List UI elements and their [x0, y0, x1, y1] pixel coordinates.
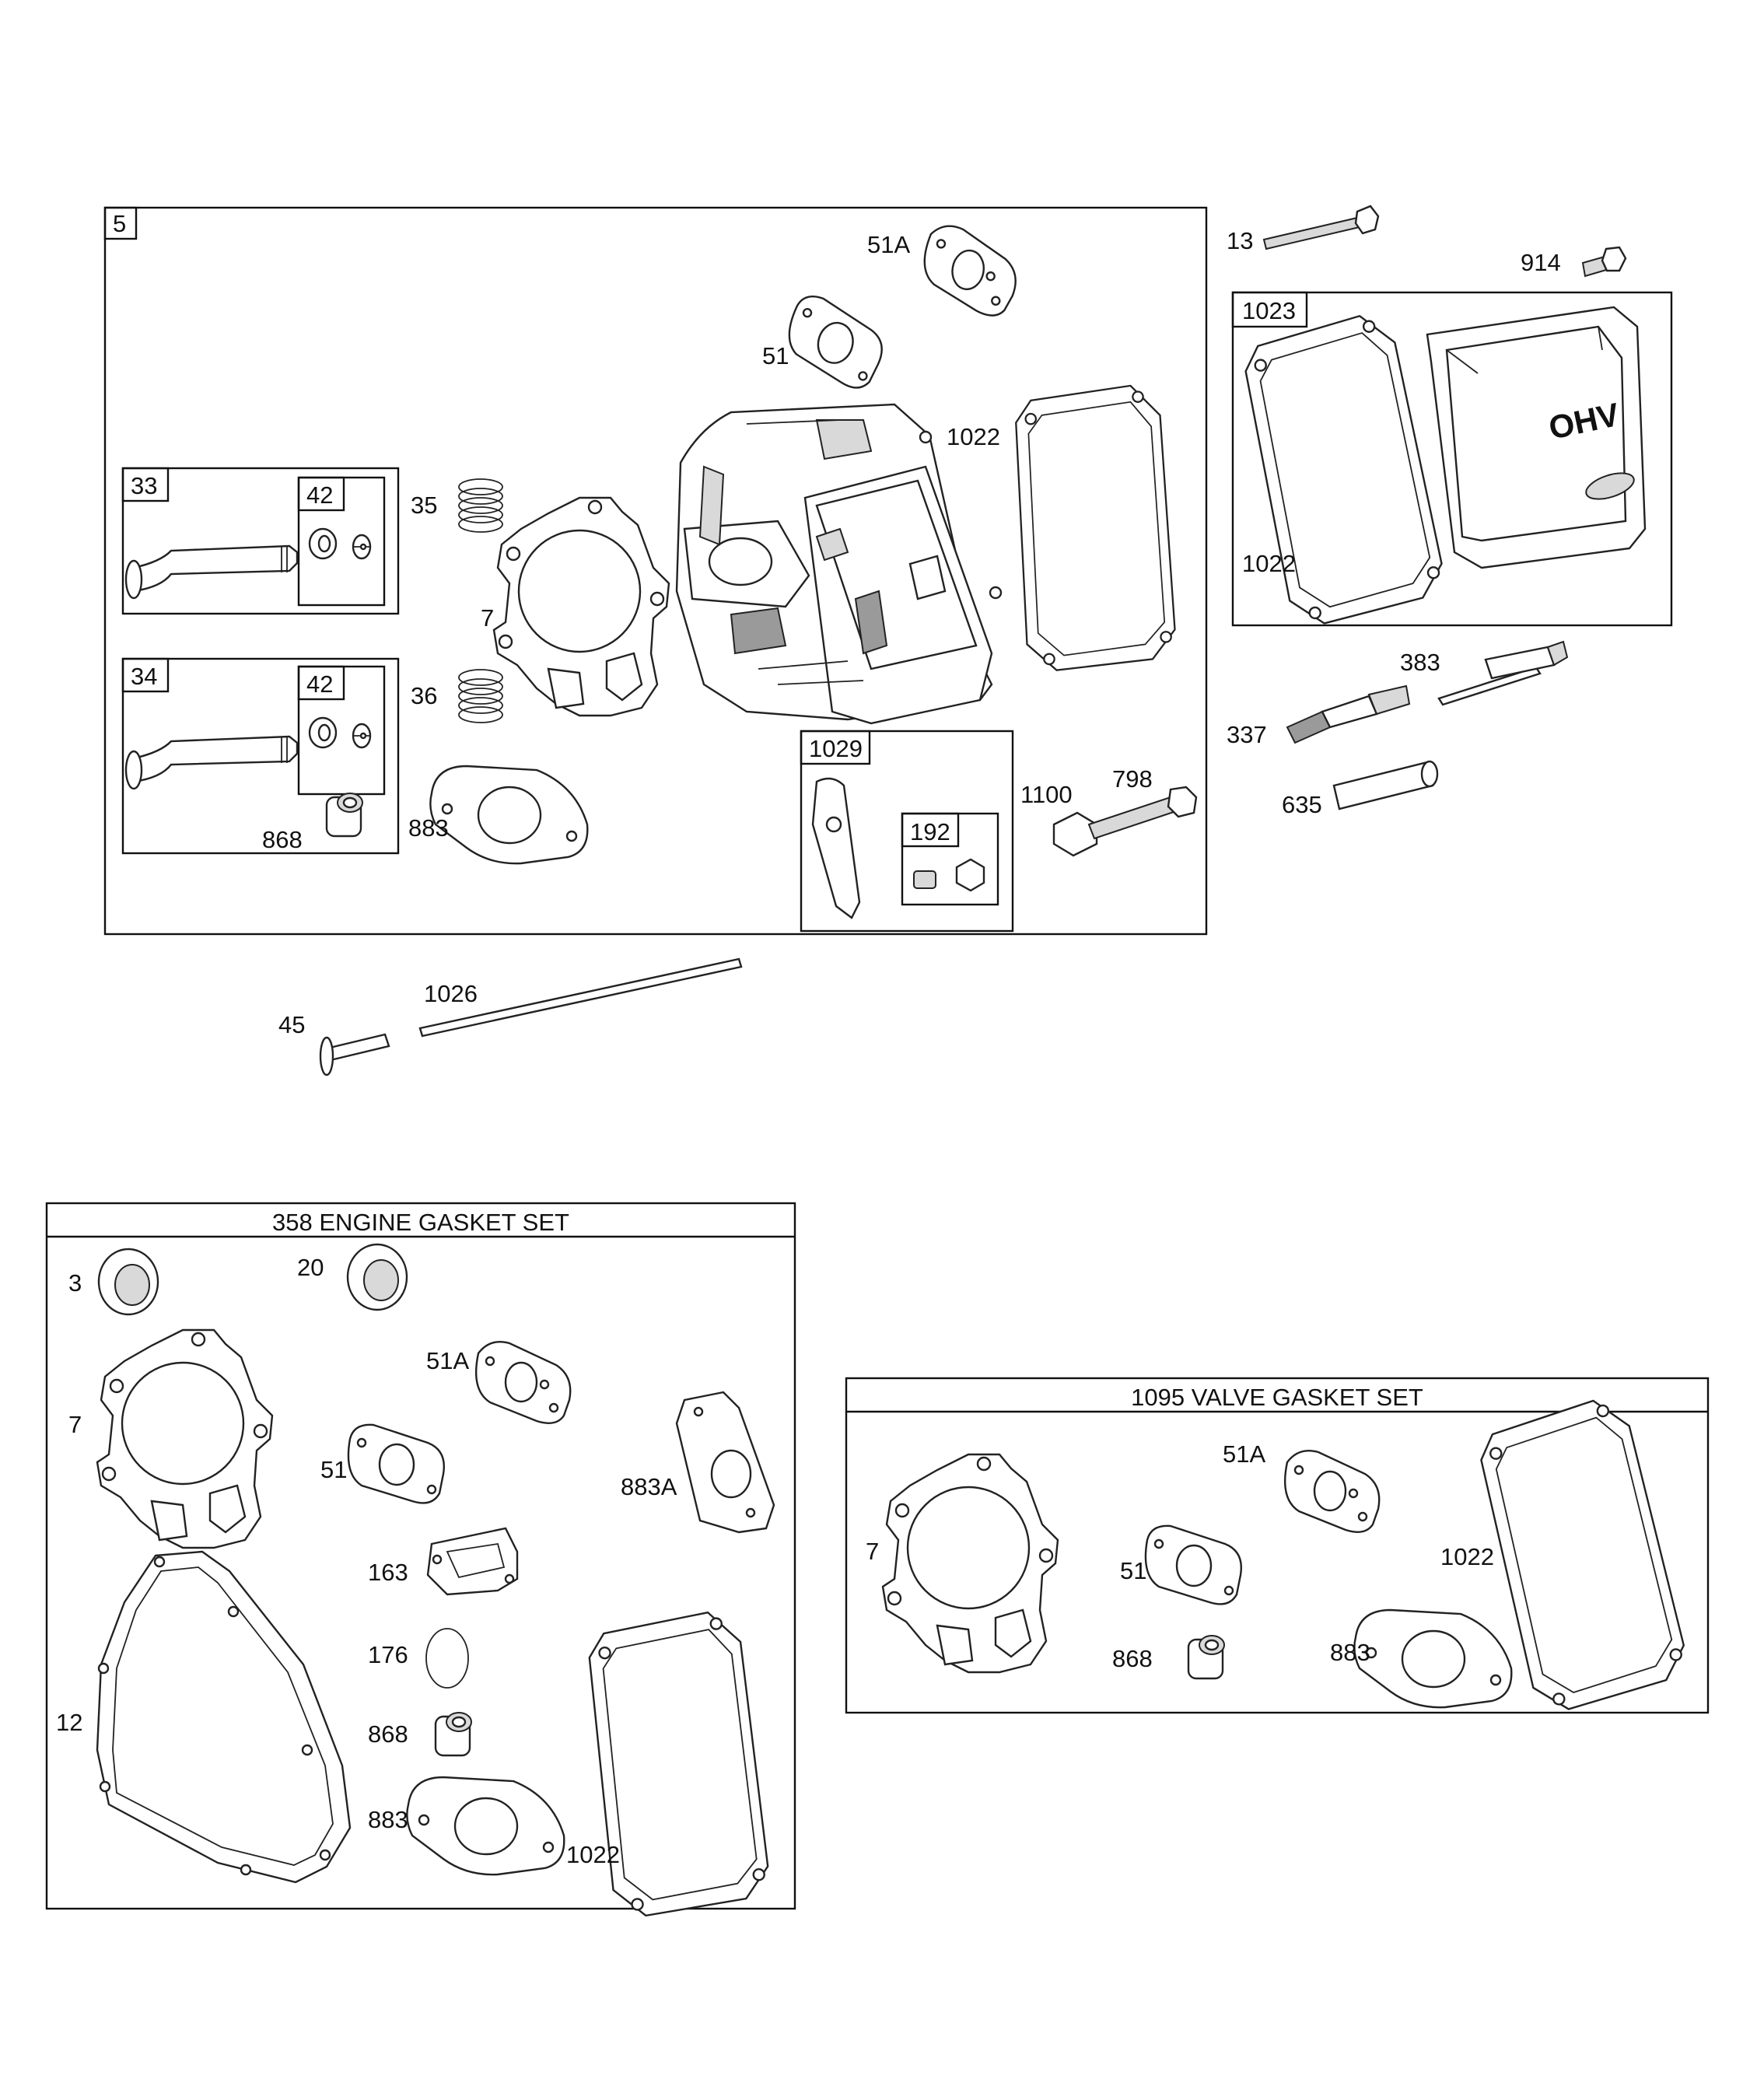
callout-337: 337	[1227, 721, 1267, 748]
callout-51: 51	[762, 342, 789, 369]
engine-gasket-set-title: 358 ENGINE GASKET SET	[272, 1209, 569, 1236]
callout-egs-883a: 883A	[621, 1473, 677, 1500]
callout-egs-3: 3	[68, 1269, 82, 1297]
bolt-13-part	[1262, 216, 1361, 250]
vgs-gasket-883-part	[1353, 1608, 1513, 1709]
crankcase-gasket-12-part	[96, 1550, 352, 1884]
callout-13: 13	[1227, 227, 1253, 254]
vgs-seal-868-part	[1187, 1634, 1226, 1680]
head-gasket-part	[492, 496, 670, 717]
callout-1026: 1026	[424, 980, 478, 1007]
callout-798: 798	[1112, 765, 1153, 793]
callout-883: 883	[408, 814, 449, 842]
rocker-arm-part	[811, 777, 861, 919]
egs-intake-gasket-51a-part	[474, 1340, 572, 1424]
valve-spring-36-part	[458, 669, 503, 723]
egs-seal-868-part	[434, 1711, 473, 1757]
group-label-1029: 1029	[809, 735, 863, 762]
callout-egs-20: 20	[297, 1254, 324, 1281]
callout-vgs-7: 7	[866, 1538, 879, 1565]
vgs-intake-gasket-51a-part	[1283, 1449, 1381, 1533]
tappet-part	[319, 1033, 390, 1076]
cylinder-head-group-box	[103, 206, 1208, 936]
intake-gasket-51a-part	[915, 221, 1025, 320]
callout-1022-cover: 1022	[1242, 550, 1296, 577]
callout-36: 36	[411, 682, 437, 709]
callout-egs-51a: 51A	[426, 1347, 469, 1374]
valve-spring-35-part	[458, 478, 503, 533]
rocker-arm-group-box	[800, 730, 1014, 933]
callout-45: 45	[278, 1011, 305, 1038]
callout-egs-7: 7	[68, 1411, 82, 1438]
cylinder-head-part	[675, 403, 1003, 725]
callout-egs-163: 163	[368, 1559, 408, 1586]
callout-1022-main: 1022	[947, 423, 1000, 450]
callout-egs-883: 883	[368, 1806, 408, 1833]
group-label-42-b: 42	[306, 670, 333, 698]
callout-vgs-883: 883	[1330, 1639, 1370, 1666]
rocker-nut-part	[955, 858, 985, 892]
screw-798-part	[1087, 796, 1178, 840]
callout-383: 383	[1400, 649, 1440, 676]
callout-51a: 51A	[867, 231, 910, 258]
callout-egs-1022: 1022	[566, 1841, 620, 1868]
egs-head-gasket-part	[96, 1328, 274, 1549]
valve-retainer-part-1	[308, 527, 372, 560]
vgs-intake-gasket-51-part	[1144, 1524, 1243, 1605]
exhaust-valve-group-box	[121, 657, 400, 855]
valve-cover-part: OHV	[1426, 306, 1647, 569]
callout-1100: 1100	[1020, 781, 1073, 808]
intake-valve-group-box	[121, 467, 400, 615]
valve-seal-868-part	[325, 792, 364, 838]
push-rod-part	[418, 957, 743, 1038]
callout-egs-51: 51	[320, 1456, 347, 1483]
seal-3-part	[97, 1248, 159, 1316]
callout-egs-176: 176	[368, 1641, 408, 1668]
egs-intake-gasket-51-part	[347, 1423, 446, 1504]
callout-35: 35	[411, 492, 437, 519]
callout-914: 914	[1521, 249, 1561, 276]
exhaust-valve-part	[124, 735, 299, 790]
callout-vgs-51: 51	[1120, 1557, 1146, 1584]
valve-cover-gasket-part	[1239, 308, 1449, 631]
group-label-33: 33	[131, 472, 157, 499]
callout-egs-12: 12	[56, 1709, 82, 1736]
valve-cover-group-box	[1231, 291, 1673, 627]
callout-868: 868	[262, 826, 303, 853]
engine-gasket-set-box	[45, 1202, 796, 1910]
callout-635: 635	[1282, 791, 1322, 818]
vgs-head-gasket-part	[881, 1453, 1059, 1674]
callout-vgs-868: 868	[1112, 1645, 1153, 1672]
callout-7: 7	[481, 604, 494, 632]
seal-20-part	[346, 1243, 408, 1311]
group-label-34: 34	[131, 663, 157, 690]
callout-vgs-51a: 51A	[1223, 1440, 1265, 1468]
group-label-192: 192	[910, 818, 950, 845]
bushing-1100-part	[1052, 811, 1098, 857]
o-ring-176-part	[425, 1628, 469, 1689]
intake-valve-part	[124, 544, 299, 600]
group-label-1023: 1023	[1242, 297, 1296, 324]
valve-retainer-part-2	[308, 716, 372, 749]
spark-plug-part	[1286, 684, 1411, 744]
rocker-cover-gasket-part	[1015, 384, 1176, 671]
spacer-gasket-883-part	[429, 765, 589, 865]
rocker-stud-part	[913, 870, 936, 889]
egs-rocker-gasket-part	[586, 1608, 772, 1919]
group-label-42-a: 42	[306, 481, 333, 509]
intake-gasket-51-part	[778, 291, 893, 394]
gasket-883a-part	[675, 1391, 775, 1534]
spark-plug-boot-part	[1332, 760, 1439, 810]
valve-gasket-set-box	[845, 1377, 1710, 1714]
egs-gasket-883-part	[406, 1776, 565, 1876]
gasket-163-part	[426, 1527, 519, 1596]
spark-plug-clip-part	[1437, 640, 1569, 706]
callout-egs-868: 868	[368, 1720, 408, 1748]
valve-gasket-set-title: 1095 VALVE GASKET SET	[1131, 1384, 1423, 1411]
group-label-5: 5	[113, 210, 126, 237]
callout-vgs-1022: 1022	[1440, 1543, 1494, 1570]
